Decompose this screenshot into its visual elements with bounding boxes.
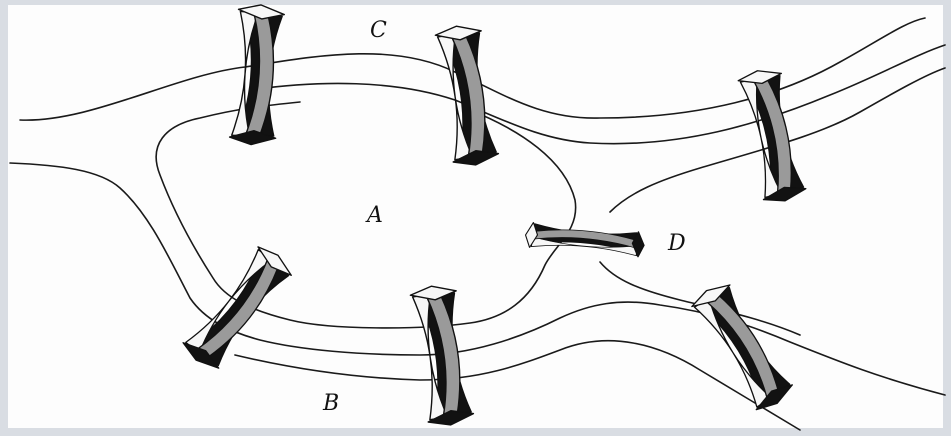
north-branch-lower-shore: [250, 45, 945, 144]
label-b: B: [322, 391, 339, 416]
bridges: [180, 3, 808, 428]
label-c: C: [370, 18, 387, 43]
south-bank-b: [235, 341, 800, 430]
bridge-4: [524, 222, 645, 258]
bridge-7: [689, 279, 797, 415]
frame-left-edge: [0, 0, 8, 436]
frame-bottom-edge: [0, 428, 951, 436]
bridge-2: [435, 23, 500, 168]
bridge-3: [737, 66, 807, 205]
island-a-outline: [156, 102, 575, 328]
label-a: A: [365, 203, 383, 228]
frame-top-edge: [0, 0, 951, 5]
bridge-1: [229, 3, 285, 146]
frame-right-edge: [943, 0, 951, 436]
label-d: D: [667, 231, 686, 256]
south-branch-upper-shore: [10, 163, 945, 395]
bridge-5: [180, 242, 296, 374]
